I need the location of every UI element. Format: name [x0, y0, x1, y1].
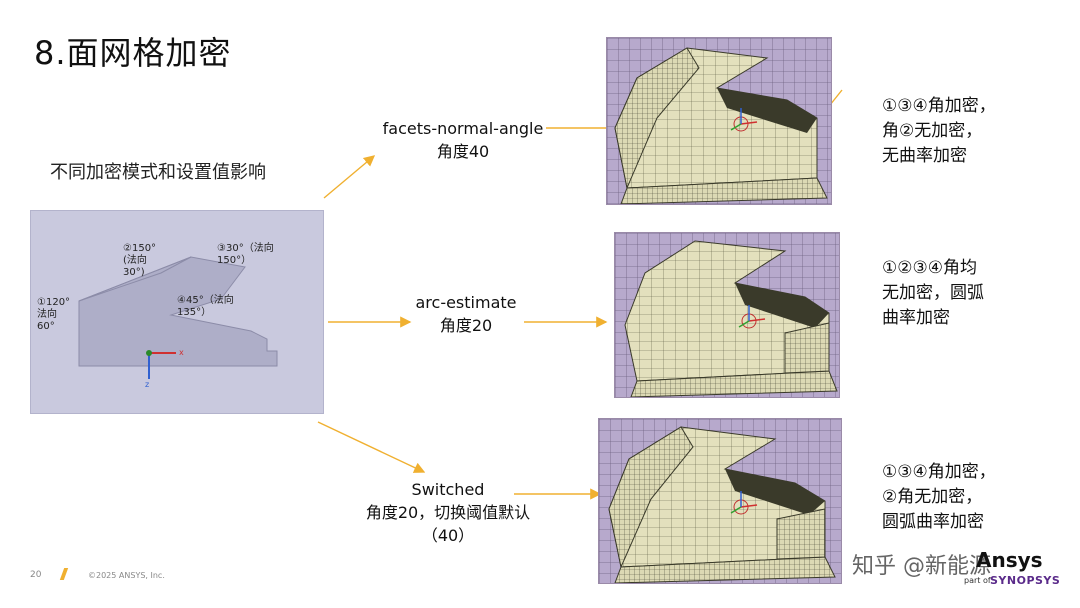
logo-tagline: part of — [964, 576, 991, 585]
arrow-to-mode1 — [324, 156, 374, 198]
arrow-to-mode3 — [318, 422, 424, 472]
mode2-name: arc-estimate — [406, 291, 526, 314]
copyright: ©2025 ANSYS, Inc. — [88, 571, 165, 580]
page-number: 20 — [30, 570, 41, 580]
mode3-setting: 角度20，切换阈值默认 — [352, 501, 544, 524]
mode2-setting: 角度20 — [406, 314, 526, 337]
note-1: ①③④角加密， 角②无加密， 无曲率加密 — [882, 94, 996, 169]
mode3-label: Switched 角度20，切换阈值默认 （40） — [352, 478, 544, 547]
synopsys-logo: SYNOPSYS — [990, 574, 1060, 587]
mode1-setting: 角度40 — [376, 140, 550, 163]
mesh-image-1 — [606, 37, 832, 205]
mode2-label: arc-estimate 角度20 — [406, 291, 526, 337]
mode1-label: facets-normal-angle 角度40 — [376, 117, 550, 163]
note-3: ①③④角加密， ②角无加密， 圆弧曲率加密 — [882, 460, 996, 535]
ansys-logo: Ansys — [976, 548, 1043, 572]
note-2: ①②③④角均 无加密，圆弧 曲率加密 — [882, 256, 984, 331]
mode3-name: Switched — [352, 478, 544, 501]
mesh-image-2 — [614, 232, 840, 398]
mode3-extra: （40） — [352, 524, 544, 547]
mesh-image-3 — [598, 418, 842, 584]
mode1-name: facets-normal-angle — [376, 117, 550, 140]
